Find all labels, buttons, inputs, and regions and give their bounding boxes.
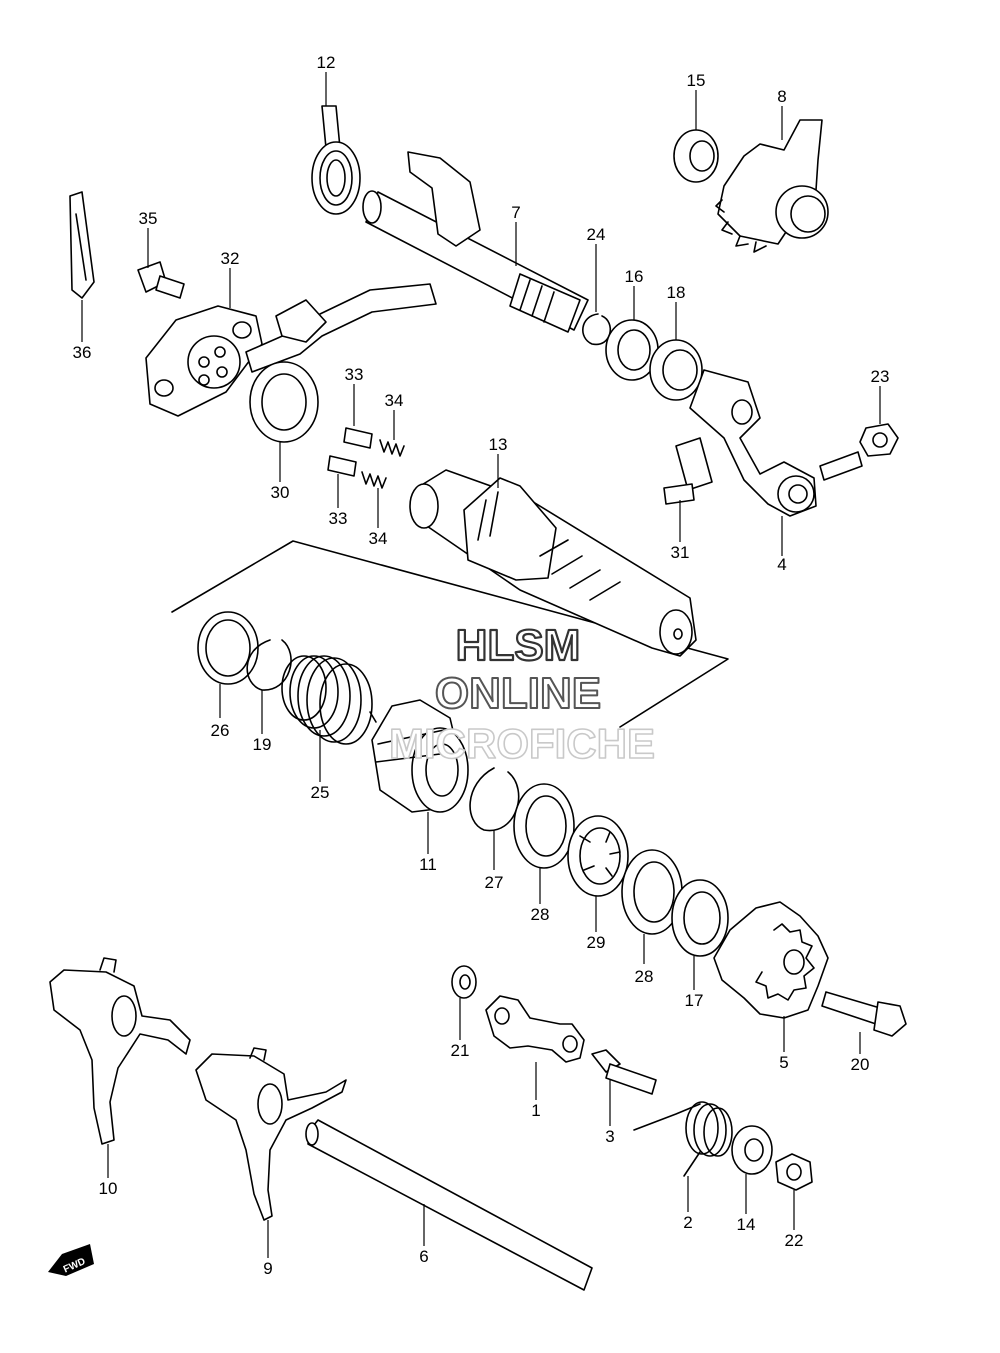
svg-text:ONLINE: ONLINE <box>435 669 601 718</box>
callout-12: 12 <box>317 53 336 72</box>
callout-35: 35 <box>139 209 158 228</box>
part-20-bolt <box>821 991 907 1037</box>
part-5-star-cam <box>713 901 829 1019</box>
callout-3: 3 <box>605 1127 614 1146</box>
part-36-link <box>69 191 95 299</box>
part-14-washer <box>731 1125 773 1175</box>
part-31-bolt <box>663 437 713 505</box>
part-26-washer <box>197 611 259 685</box>
callout-1: 1 <box>531 1101 540 1120</box>
part-34-spring-upper <box>379 439 405 457</box>
callout-18: 18 <box>667 283 686 302</box>
part-12-spring <box>311 105 361 215</box>
callout-26: 26 <box>211 721 230 740</box>
callout-9: 9 <box>263 1259 272 1278</box>
callout-14: 14 <box>737 1215 756 1234</box>
svg-text:MICROFICHE: MICROFICHE <box>389 720 655 767</box>
part-2-spring <box>633 1101 733 1177</box>
callout-5: 5 <box>779 1053 788 1072</box>
part-27-circlip <box>469 767 520 832</box>
part-34-spring-lower <box>361 471 387 489</box>
callout-30: 30 <box>271 483 290 502</box>
callout-34-lower: 34 <box>369 529 388 548</box>
part-32-sensor <box>145 283 437 417</box>
part-4-shift-arm <box>689 369 863 517</box>
part-16-washer <box>605 319 659 381</box>
callout-19: 19 <box>253 735 272 754</box>
callout-24: 24 <box>587 225 606 244</box>
callout-13: 13 <box>489 435 508 454</box>
callout-2: 2 <box>683 1213 692 1232</box>
callout-33-upper: 33 <box>345 365 364 384</box>
part-10-shift-fork <box>49 957 191 1145</box>
part-33-pin-upper <box>343 427 373 449</box>
part-1-stopper-arm <box>485 995 585 1063</box>
callout-4: 4 <box>777 555 786 574</box>
svg-text:HLSM: HLSM <box>456 621 581 670</box>
callout-7: 7 <box>511 203 520 222</box>
callout-28-right: 28 <box>635 967 654 986</box>
watermark: HLSM ONLINE MICROFICHE <box>388 620 656 768</box>
callout-10: 10 <box>99 1179 118 1198</box>
callout-36: 36 <box>73 343 92 362</box>
callout-27: 27 <box>485 873 504 892</box>
part-3-bolt <box>591 1049 657 1095</box>
callout-25: 25 <box>311 783 330 802</box>
part-6-shaft <box>305 1119 593 1291</box>
part-33-pin-lower <box>327 455 357 477</box>
part-28-washer-left <box>513 783 575 869</box>
callout-21: 21 <box>451 1041 470 1060</box>
callout-11: 11 <box>419 855 437 874</box>
callout-20: 20 <box>851 1055 870 1074</box>
part-18-bearing <box>649 339 703 401</box>
callout-15: 15 <box>687 71 706 90</box>
part-35-bolt <box>137 261 185 299</box>
part-24-circlip <box>582 313 612 345</box>
callout-31: 31 <box>671 543 690 562</box>
part-11-collar <box>371 699 469 813</box>
part-15-ring <box>673 129 719 183</box>
part-7-shift-shaft <box>362 151 589 333</box>
callout-6: 6 <box>419 1247 428 1266</box>
callout-8: 8 <box>777 87 786 106</box>
part-29-bearing <box>567 815 629 897</box>
callout-17: 17 <box>685 991 704 1010</box>
callout-22: 22 <box>785 1231 804 1250</box>
part-9-shift-fork <box>195 1047 347 1221</box>
fwd-arrow-badge: FWD <box>48 1244 94 1276</box>
part-28-washer-right <box>621 849 683 935</box>
callout-labels: 12 8 15 35 32 7 24 16 18 36 23 33 34 30 … <box>73 53 890 1278</box>
callout-33-lower: 33 <box>329 509 348 528</box>
part-13-shift-drum <box>409 469 697 657</box>
part-30-washer <box>249 361 319 443</box>
part-25-spring <box>281 655 377 745</box>
part-23-nut <box>859 423 899 457</box>
callout-16: 16 <box>625 267 644 286</box>
part-21-washer <box>451 965 477 999</box>
subassembly-outline <box>171 540 729 728</box>
part-22-nut <box>775 1153 813 1191</box>
callout-32: 32 <box>221 249 240 268</box>
callout-34-upper: 34 <box>385 391 404 410</box>
callout-29: 29 <box>587 933 606 952</box>
callout-23: 23 <box>871 367 890 386</box>
leader-lines <box>81 72 881 1258</box>
part-8-gear-plate <box>715 119 829 253</box>
callout-28-left: 28 <box>531 905 550 924</box>
part-17-washer <box>671 879 729 957</box>
